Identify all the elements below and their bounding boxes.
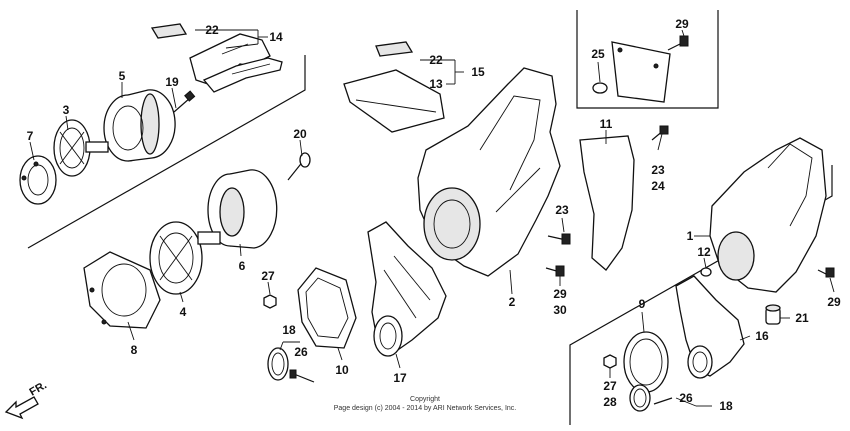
part-filter-element-6 <box>207 169 278 249</box>
label-6: 6 <box>239 259 246 273</box>
label-29-top: 29 <box>675 17 689 31</box>
label-11: 11 <box>600 117 613 131</box>
label-5: 5 <box>119 69 126 83</box>
label-1: 1 <box>687 229 694 243</box>
label-24: 24 <box>651 179 665 193</box>
label-16: 16 <box>755 329 769 343</box>
label-15: 15 <box>471 65 485 79</box>
label-8: 8 <box>131 343 138 357</box>
label-19: 19 <box>165 75 179 89</box>
label-18-right: 18 <box>719 399 733 413</box>
part-filter-element-5 <box>103 89 176 162</box>
label-29-right: 29 <box>827 295 841 309</box>
label-22-middle: 22 <box>429 53 443 67</box>
part-nut-27-right <box>603 354 617 369</box>
copyright-notice: Page design (c) 2004 - 2014 by ARI Netwo… <box>334 405 517 412</box>
label-25: 25 <box>591 47 605 61</box>
label-3: 3 <box>63 103 70 117</box>
label-10: 10 <box>335 363 349 377</box>
part-bolt-19 <box>173 90 196 113</box>
label-27-left: 27 <box>261 269 275 283</box>
label-13: 13 <box>429 77 443 91</box>
label-27-right: 27 <box>603 379 617 393</box>
part-cover-11 <box>579 135 635 271</box>
part-duct-17 <box>367 221 447 357</box>
label-28: 28 <box>603 395 617 409</box>
front-marker-text: FR. <box>28 379 49 398</box>
arrow-icon <box>4 396 39 420</box>
part-bolt-23-right <box>651 125 669 141</box>
part-clamp-18 <box>267 347 315 383</box>
label-17: 17 <box>393 371 407 385</box>
part-bolt-23-middle <box>547 233 571 245</box>
label-14: 14 <box>269 30 283 44</box>
part-duct-16 <box>675 275 745 379</box>
callout-labels: 22 14 5 19 3 7 20 22 15 13 6 4 8 27 10 1… <box>27 17 841 413</box>
label-26-right: 26 <box>679 391 693 405</box>
part-bolt-29-30 <box>545 265 565 277</box>
part-holder-4 <box>149 221 221 295</box>
part-plate-8 <box>83 251 161 329</box>
part-cap-21 <box>765 304 781 325</box>
label-7: 7 <box>27 129 34 143</box>
part-plate-7 <box>19 155 57 205</box>
part-grommet-12 <box>700 267 712 277</box>
leader-lines <box>29 29 835 407</box>
label-22-left: 22 <box>205 23 219 37</box>
label-18-left: 18 <box>282 323 296 337</box>
label-26-left: 26 <box>294 345 308 359</box>
part-seal-22-left <box>150 23 188 39</box>
part-air-cleaner-case-1 <box>709 137 827 293</box>
label-2: 2 <box>509 295 516 309</box>
label-30: 30 <box>553 303 567 317</box>
label-29-middle: 29 <box>553 287 567 301</box>
part-air-guide-14 <box>189 33 283 93</box>
part-cover-13 <box>343 69 445 133</box>
part-gasket-10 <box>297 267 357 349</box>
label-23-middle: 23 <box>555 203 569 217</box>
part-clamp-18-right <box>629 384 673 412</box>
label-23-right: 23 <box>651 163 665 177</box>
part-holder-3 <box>53 119 109 177</box>
front-direction-arrow: FR. <box>4 379 49 420</box>
part-air-cleaner-case-2 <box>417 67 561 277</box>
part-bracket-top-right <box>611 41 671 103</box>
part-grommet-25 <box>592 82 608 94</box>
part-bolt-29-top <box>667 35 689 51</box>
label-9: 9 <box>639 297 646 311</box>
label-12: 12 <box>697 245 711 259</box>
label-21: 21 <box>795 311 809 325</box>
label-4: 4 <box>180 305 187 319</box>
copyright-footer: Copyright Page design (c) 2004 - 2014 by… <box>334 396 517 412</box>
copyright-title: Copyright <box>410 396 440 403</box>
label-20: 20 <box>293 127 307 141</box>
part-screw-20 <box>287 152 311 181</box>
part-seal-22-middle <box>375 41 414 57</box>
part-bolt-29-right <box>817 267 835 278</box>
part-nut-27-left <box>263 294 277 309</box>
part-gasket-9 <box>623 331 669 393</box>
